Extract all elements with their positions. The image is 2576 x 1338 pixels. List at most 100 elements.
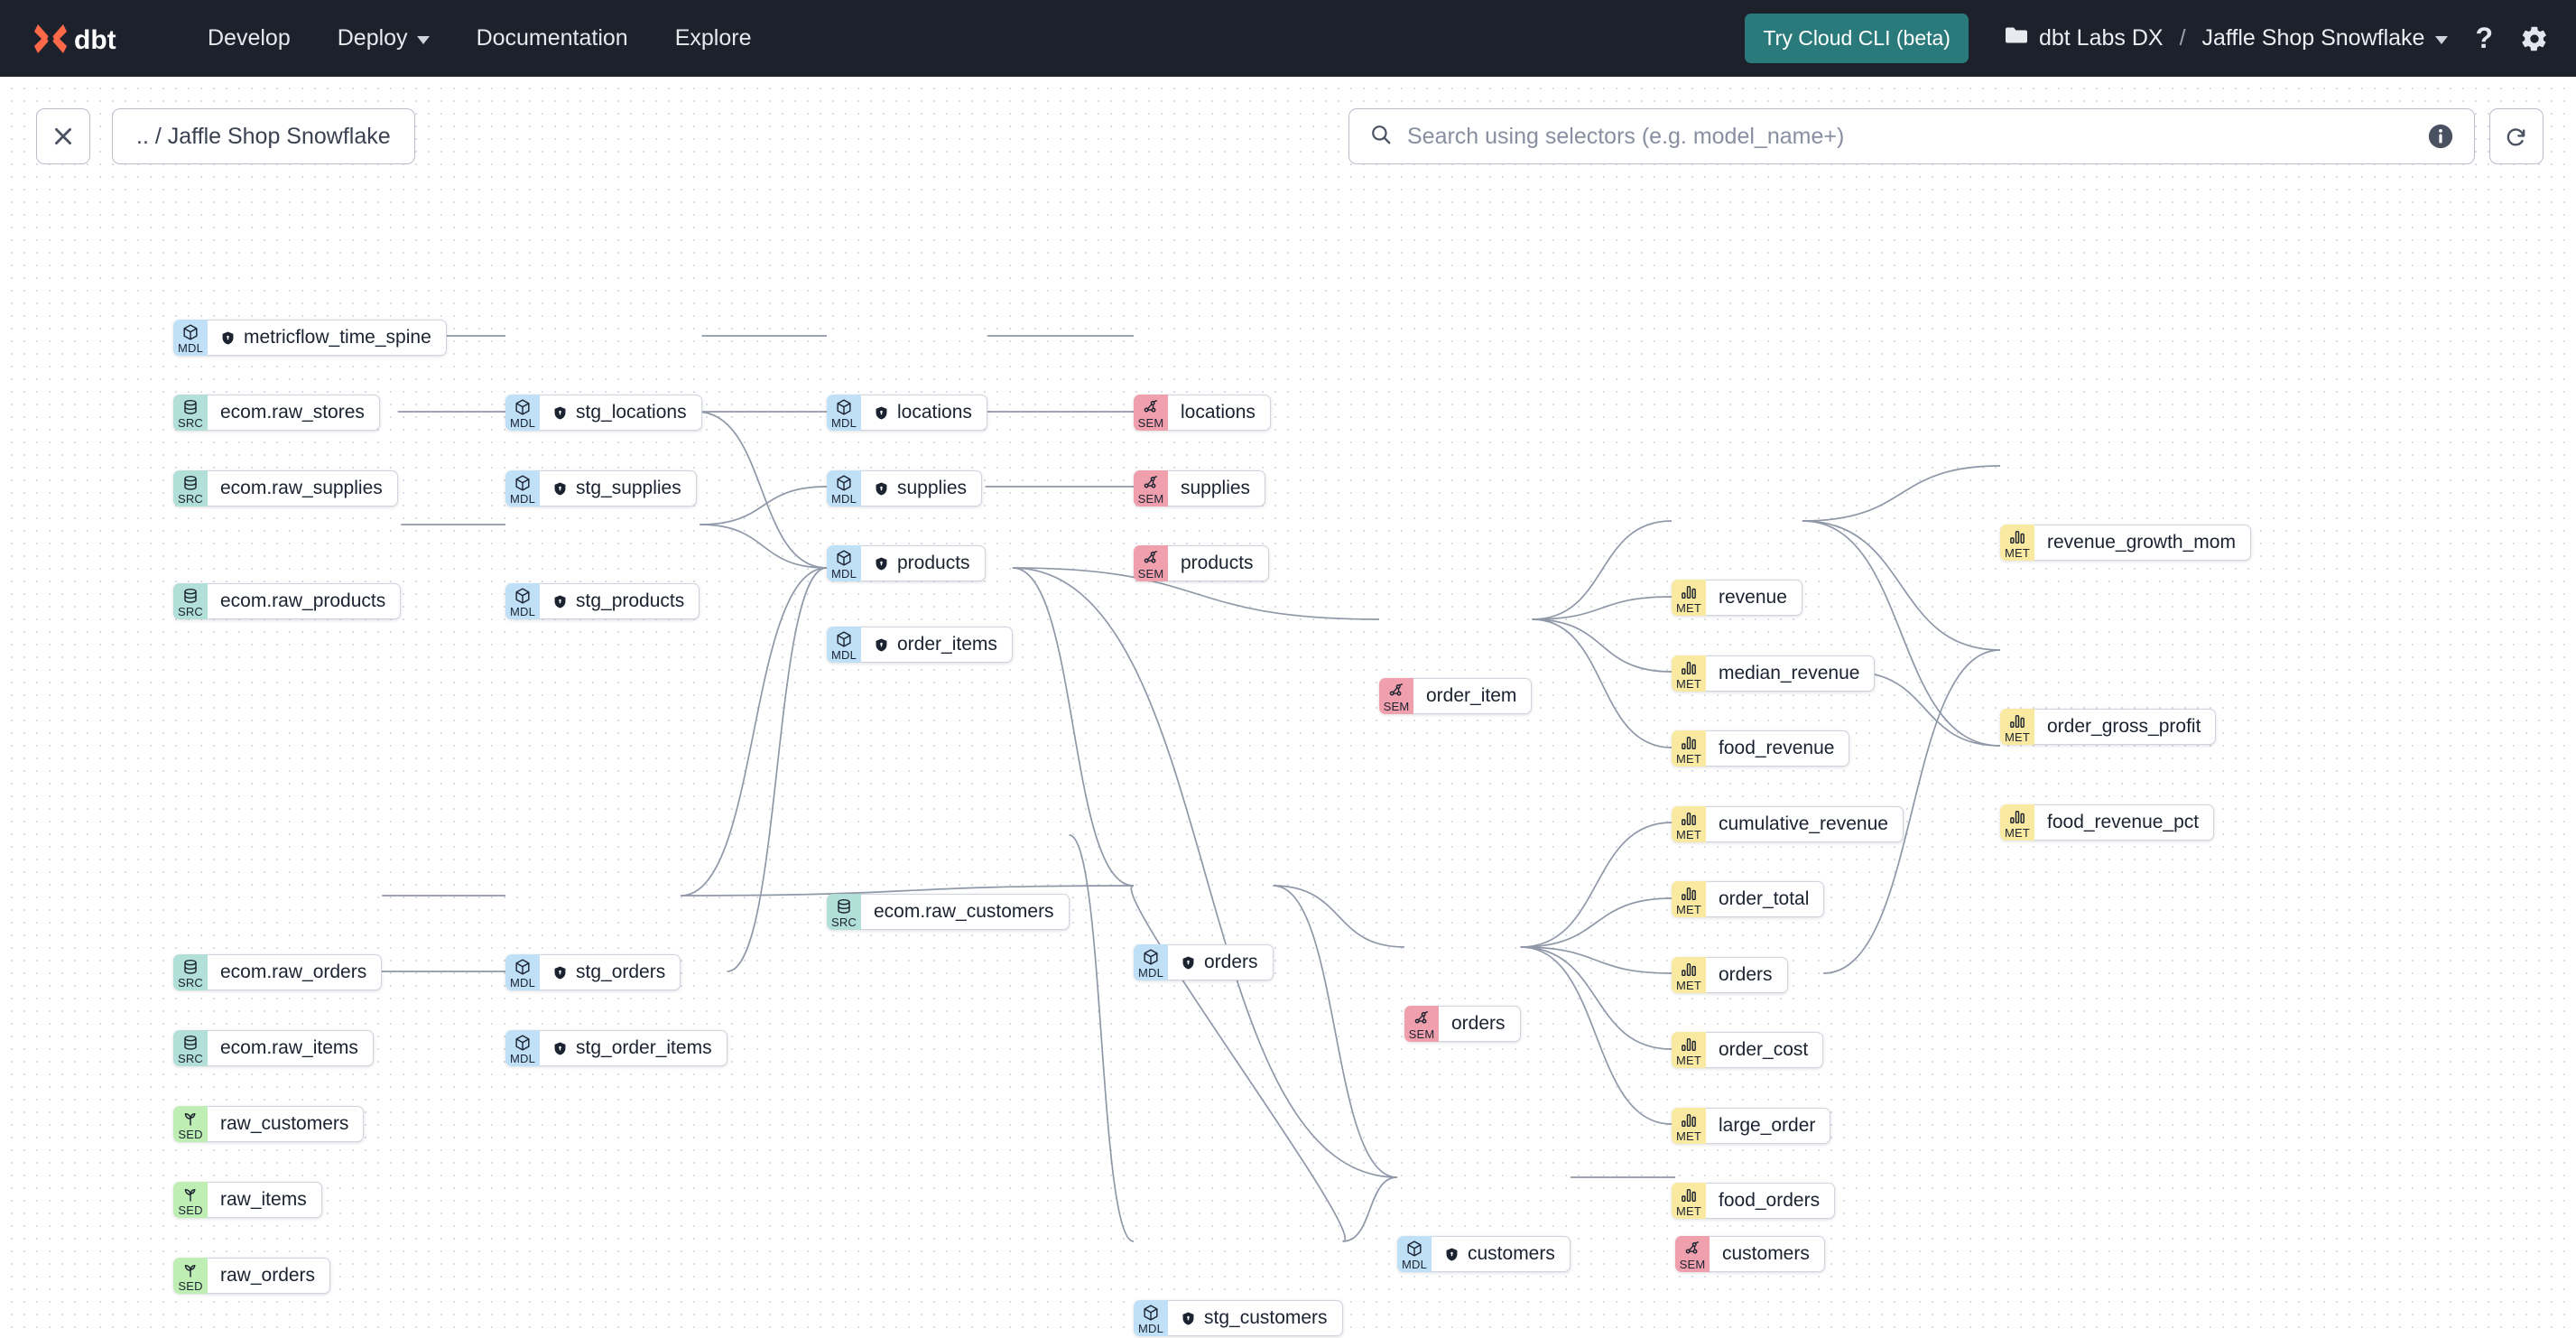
nav-documentation[interactable]: Documentation	[453, 18, 652, 59]
node-type-badge-src: SRC	[173, 954, 208, 990]
close-button[interactable]	[36, 108, 90, 164]
node-label: food_orders	[1719, 1190, 1821, 1211]
info-icon[interactable]	[2427, 123, 2454, 150]
node-body: locations	[861, 395, 987, 431]
project-selector[interactable]: Jaffle Shop Snowflake	[2202, 25, 2449, 51]
nav-deploy-label: Deploy	[337, 25, 408, 51]
help-icon[interactable]: ?	[2475, 22, 2493, 55]
node-label: large_order	[1719, 1115, 1816, 1136]
node-body: supplies	[1168, 470, 1266, 506]
node-type-badge-mdl: MDL	[1134, 1300, 1168, 1336]
shield-icon	[552, 405, 568, 421]
refresh-button[interactable]	[2489, 108, 2544, 164]
search-input[interactable]	[1407, 123, 2413, 150]
node-type-badge-met: MET	[2000, 709, 2034, 745]
mdl-icon	[514, 587, 532, 606]
node-body: products	[861, 545, 986, 581]
help-icon-glyph: ?	[2475, 22, 2493, 54]
node-type-tag: MDL	[1401, 1257, 1428, 1271]
account-breadcrumb[interactable]: dbt Labs DX / Jaffle Shop Snowflake	[2005, 25, 2449, 51]
nav-deploy[interactable]: Deploy	[314, 18, 453, 59]
gear-icon[interactable]	[2520, 24, 2549, 53]
search-bar[interactable]	[1348, 108, 2475, 164]
node-label: stg_order_items	[576, 1037, 712, 1058]
node-body: median_revenue	[1706, 655, 1876, 692]
node-type-tag: SED	[178, 1203, 203, 1217]
mdl-icon	[1142, 1304, 1160, 1323]
shield-icon	[552, 965, 568, 980]
node-type-tag: SRC	[177, 975, 204, 990]
node-type-badge-met: MET	[1672, 1032, 1706, 1068]
node-type-tag: MET	[1675, 600, 1702, 615]
breadcrumb-button[interactable]: .. / Jaffle Shop Snowflake	[112, 108, 415, 164]
try-cloud-cli-button[interactable]: Try Cloud CLI (beta)	[1745, 14, 1969, 63]
node-type-tag: SRC	[830, 915, 857, 929]
node-body: ecom.raw_customers	[861, 894, 1070, 930]
primary-nav: Develop Deploy Documentation Explore	[184, 18, 774, 59]
node-type-badge-mdl: MDL	[827, 395, 861, 431]
node-type-badge-met: MET	[1672, 1108, 1706, 1144]
nav-explore[interactable]: Explore	[652, 18, 775, 59]
node-type-badge-sem: SEM	[1675, 1236, 1710, 1272]
met-icon	[1680, 810, 1698, 829]
met-icon	[1680, 583, 1698, 602]
mdl-icon	[514, 958, 532, 977]
mdl-icon	[1405, 1240, 1423, 1259]
graph-node-met_large_order[interactable]: MET large_order	[1672, 1108, 1831, 1144]
shield-icon	[874, 637, 889, 653]
node-label: raw_orders	[220, 1265, 316, 1286]
dbt-logo[interactable]: dbt	[32, 21, 130, 57]
node-type-tag: SEM	[1383, 699, 1410, 713]
met-icon	[1680, 1111, 1698, 1130]
shield-icon	[552, 481, 568, 497]
node-type-tag: MET	[2004, 729, 2031, 744]
node-type-tag: MDL	[509, 491, 536, 506]
node-type-tag: SEM	[1408, 1027, 1435, 1041]
sem-icon	[1142, 398, 1160, 417]
node-type-badge-mdl: MDL	[173, 320, 208, 356]
node-type-tag: MET	[2004, 545, 2031, 560]
node-label: ecom.raw_supplies	[220, 478, 383, 498]
graph-node-ecom_raw_customers[interactable]: SRC ecom.raw_customers	[827, 894, 1070, 930]
nav-develop[interactable]: Develop	[184, 18, 314, 59]
